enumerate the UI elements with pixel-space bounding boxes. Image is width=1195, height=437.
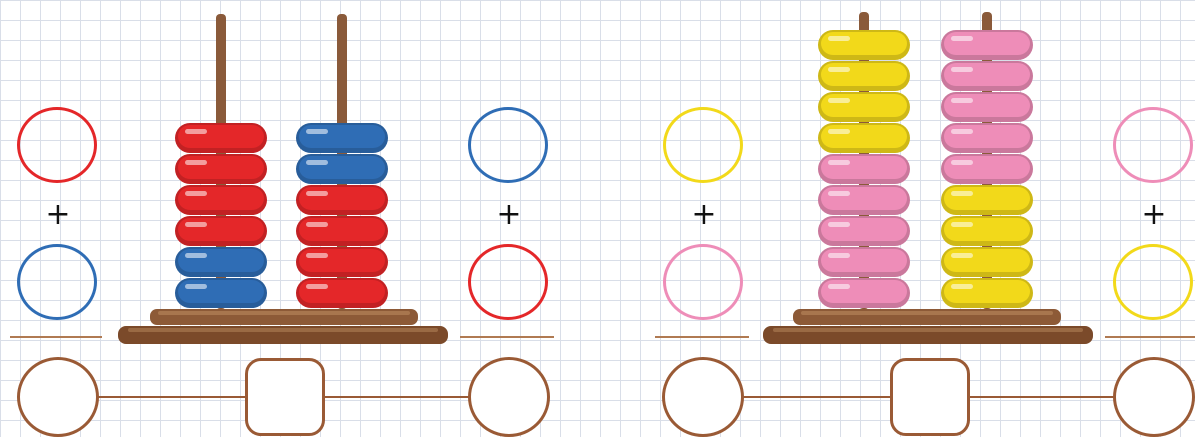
bead-highlight — [306, 129, 328, 134]
bead-highlight — [828, 36, 850, 41]
bead-face — [821, 249, 907, 272]
bead-face — [944, 63, 1030, 86]
bead-face — [944, 32, 1030, 55]
bead-face — [299, 249, 385, 272]
bead-face — [299, 187, 385, 210]
bead-face — [821, 94, 907, 117]
bead-highlight — [951, 36, 973, 41]
abacus-base-bottom-highlight — [773, 328, 1083, 332]
bead-highlight — [828, 129, 850, 134]
bead-highlight — [306, 284, 328, 289]
bead-highlight — [306, 160, 328, 165]
bead-highlight — [828, 222, 850, 227]
bead-face — [178, 125, 264, 148]
bead-highlight — [185, 191, 207, 196]
bead-highlight — [951, 98, 973, 103]
bead-highlight — [306, 191, 328, 196]
bead-face — [944, 94, 1030, 117]
bead-highlight — [828, 284, 850, 289]
bead-face — [299, 280, 385, 303]
bead-face — [821, 125, 907, 148]
bead-highlight — [951, 160, 973, 165]
bead-face — [944, 125, 1030, 148]
bead-face — [821, 63, 907, 86]
bead-face — [178, 218, 264, 241]
bead-highlight — [828, 160, 850, 165]
bead-face — [178, 280, 264, 303]
bead-highlight — [951, 129, 973, 134]
bead-highlight — [828, 191, 850, 196]
bead-face — [299, 125, 385, 148]
bead-highlight — [306, 222, 328, 227]
bead-highlight — [306, 253, 328, 258]
bead-face — [178, 249, 264, 272]
bead-face — [821, 32, 907, 55]
bead-highlight — [951, 222, 973, 227]
bead-face — [821, 156, 907, 179]
bead-highlight — [185, 222, 207, 227]
bead-face — [178, 156, 264, 179]
bead-face — [299, 156, 385, 179]
bead-face — [944, 187, 1030, 210]
bead-highlight — [185, 284, 207, 289]
bead-highlight — [185, 160, 207, 165]
abacus-base-bottom-highlight — [128, 328, 438, 332]
bead-face — [821, 218, 907, 241]
bead-face — [299, 218, 385, 241]
bead-highlight — [951, 284, 973, 289]
bead-highlight — [828, 253, 850, 258]
bead-highlight — [185, 129, 207, 134]
bead-face — [944, 280, 1030, 303]
bead-face — [944, 218, 1030, 241]
bead-face — [944, 249, 1030, 272]
bead-highlight — [828, 98, 850, 103]
bead-face — [178, 187, 264, 210]
bead-face — [821, 187, 907, 210]
bead-highlight — [185, 253, 207, 258]
bead-highlight — [951, 191, 973, 196]
bead-face — [821, 280, 907, 303]
bead-highlight — [951, 253, 973, 258]
bead-highlight — [951, 67, 973, 72]
abacus-base-highlight — [158, 311, 410, 315]
bead-face — [944, 156, 1030, 179]
bead-highlight — [828, 67, 850, 72]
abacus-base-highlight — [801, 311, 1053, 315]
